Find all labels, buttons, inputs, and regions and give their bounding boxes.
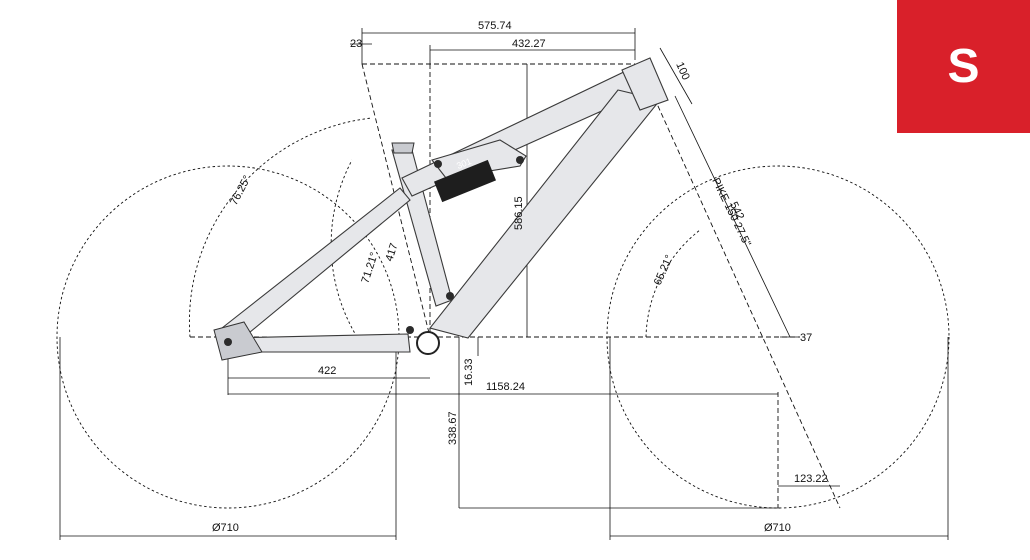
bottom-bracket (416, 331, 440, 355)
dim-front-wheel-diameter: Ø710 (764, 522, 791, 534)
dim-trail: 123.22 (794, 473, 828, 485)
dim-seat-offset: 23 (350, 38, 362, 50)
bike-frame: 301 (213, 57, 669, 361)
dim-head-tube: 100 (673, 60, 691, 82)
size-badge: S (897, 0, 1030, 133)
dim-seat-angle: 76.25° (228, 174, 254, 208)
dim-top-tube: 575.74 (478, 20, 512, 32)
dim-bb-height: 338.67 (447, 411, 459, 445)
dim-stack: 586.15 (513, 196, 525, 230)
dim-chainstay: 422 (318, 365, 336, 377)
dim-seat-tube-angle: 71.21° (359, 251, 380, 285)
dim-fork-model: PIKE 150 27.5" (709, 176, 753, 249)
dim-fork-offset: 37 (800, 332, 812, 344)
steering-axis (647, 83, 841, 509)
dim-reach: 432.27 (512, 38, 546, 50)
fork-length-line (674, 95, 791, 338)
rear-dropout (213, 321, 263, 361)
dim-head-angle: 65.21° (652, 253, 676, 287)
rear-shock (433, 159, 497, 203)
dim-wheelbase: 1158.24 (486, 381, 525, 393)
dim-bb-drop: 16.33 (463, 358, 475, 386)
seat-angle-arc (189, 117, 373, 338)
head-angle-arc (645, 229, 701, 338)
seat-stay (221, 187, 411, 343)
head-tube (621, 57, 669, 111)
dim-rear-wheel-diameter: Ø710 (212, 522, 239, 534)
head-tube-dim (659, 47, 693, 105)
dim-seat-tube-length: 417 (383, 242, 400, 263)
